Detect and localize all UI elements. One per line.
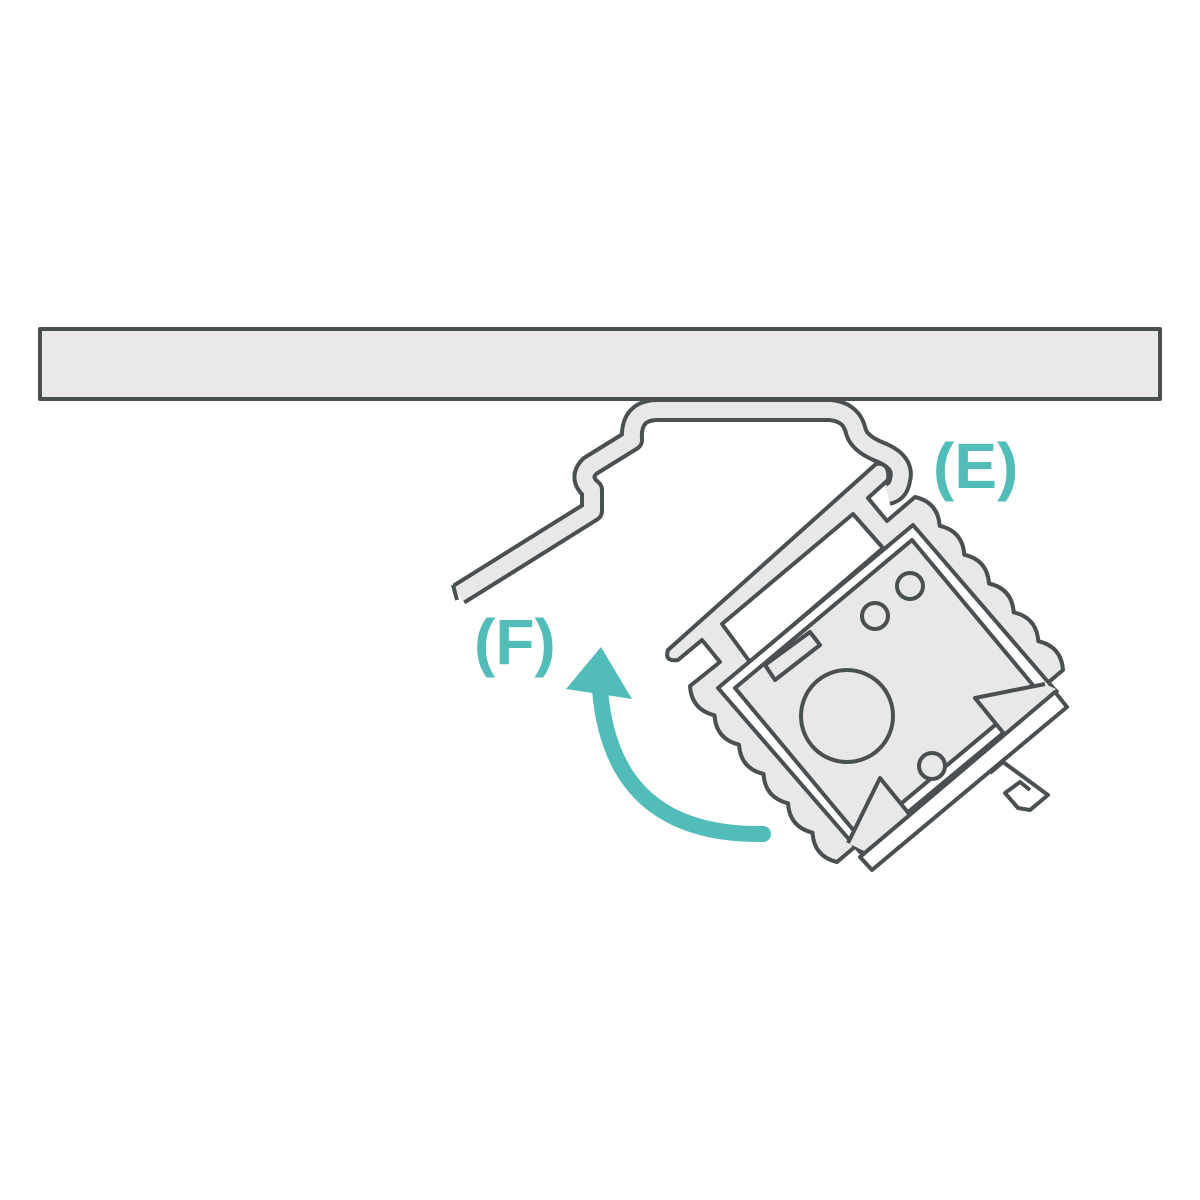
lower-flange [858,690,1069,872]
label-f: (F) [474,606,556,678]
hole [895,571,925,601]
label-e: (E) [933,430,1018,502]
rotation-arrow-icon [566,647,771,843]
slot [763,630,822,682]
hole [917,751,947,781]
mounting-clip [451,398,913,605]
hole [860,601,890,631]
connector-clip [988,760,1050,812]
ceiling-rail [38,327,1162,401]
large-hole [799,668,895,764]
